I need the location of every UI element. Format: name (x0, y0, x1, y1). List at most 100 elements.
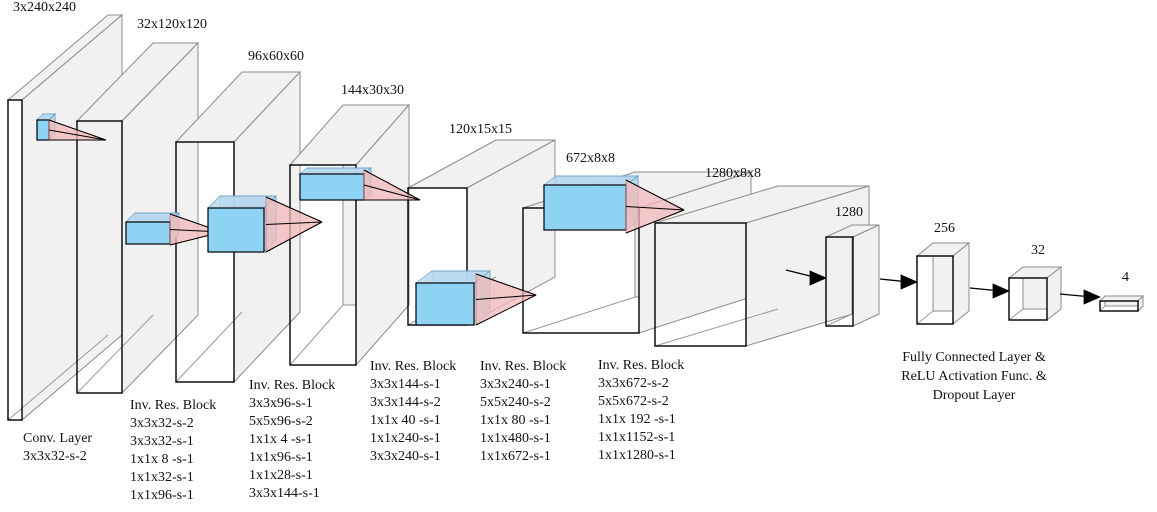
fc-layer-1280-side-face (852, 224, 880, 327)
fc-layer-32-hidden-edge (1008, 308, 1024, 321)
fc-layer-4-front-face (1099, 300, 1139, 312)
fc-layer-256-side-face (952, 241, 970, 326)
fc-layer-4-hidden-edge (1099, 305, 1106, 312)
block-desc-irb3-line: 1x1x 40 -s-1 (370, 413, 441, 428)
block-desc-irb1-line: Inv. Res. Block (130, 398, 216, 413)
block-desc-irb4-line: 1x1x 80 -s-1 (480, 413, 551, 428)
feature-map-1280x8x8-hidden-edge (654, 308, 779, 347)
fc-layer-1280-front-face (825, 236, 854, 327)
fc-layer-256 (915, 241, 971, 326)
fc-layer-32 (1007, 265, 1063, 322)
block-desc-irb5-line: 5x5x672-s-2 (598, 394, 669, 409)
block-desc-fc-line: Dropout Layer (933, 388, 1016, 403)
arrow-to-fc-1280-head (809, 270, 827, 286)
block-desc-irb5-line: 1x1x1280-s-1 (598, 448, 676, 463)
dim-label-irb2: 96x60x60 (248, 49, 304, 64)
receptive-cone-4 (363, 169, 421, 201)
receptive-cone-1 (48, 119, 107, 141)
feature-map-3x240x240-hidden-edge (7, 334, 109, 421)
arrow-to-fc-256-head (900, 274, 918, 290)
feature-map-96x60x60-hidden-edge (175, 311, 243, 383)
fc-layer-1280-hidden-edge (825, 313, 853, 327)
dim-label-conv: 3x240x240 (13, 0, 76, 15)
receptive-cone-1-edge-top (48, 119, 107, 141)
dim-label-fc1: 1280 (835, 205, 863, 220)
arrow-to-fc-32 (969, 283, 1010, 299)
feature-map-3x240x240-front-face (7, 99, 23, 421)
block-desc-irb3-line: 3x3x144-s-2 (370, 395, 441, 410)
block-desc-irb2-line: 1x1x96-s-1 (249, 450, 313, 465)
block-desc-irb5-line: 1x1x 192 -s-1 (598, 412, 676, 427)
receptive-cone-3-edge-mid (265, 221, 323, 225)
receptive-cone-5-edge-bottom (475, 294, 537, 326)
block-desc-irb2-line: Inv. Res. Block (249, 378, 335, 393)
block-desc-irb4-line: 5x5x240-s-2 (480, 395, 551, 410)
block-desc-irb2-line: 5x5x96-s-2 (249, 414, 313, 429)
receptive-cone-5 (475, 273, 538, 326)
receptive-cone-6-edge-top (625, 179, 685, 211)
kernel-5-front-face (415, 282, 475, 326)
block-desc-irb1-line: 1x1x 8 -s-1 (130, 452, 194, 467)
kernel-6-top-face (542, 175, 640, 186)
dim-label-irb4: 120x15x15 (449, 122, 512, 137)
feature-map-672x8x8-hidden-edge (522, 296, 636, 334)
block-desc-irb2-line: 3x3x96-s-1 (249, 396, 313, 411)
block-desc-fc-line: ReLU Activation Func. & (901, 369, 1047, 384)
block-desc-irb1-line: 1x1x96-s-1 (130, 488, 194, 503)
kernel-3-front-face (207, 207, 265, 253)
receptive-cone-3 (265, 196, 324, 253)
kernel-2-front-face (125, 221, 171, 245)
block-desc-irb2-line: 3x3x144-s-1 (249, 486, 320, 501)
dim-label-fc2: 256 (934, 221, 955, 236)
kernel-1-front-face (36, 119, 50, 141)
block-desc-irb1-line: 1x1x32-s-1 (130, 470, 194, 485)
receptive-cone-1-edge-mid (48, 129, 107, 141)
fc-layer-256-hidden-edge (916, 310, 934, 325)
block-desc-irb2-line: 1x1x 4 -s-1 (249, 432, 313, 447)
dim-label-fc3: 32 (1031, 243, 1045, 258)
arrow-to-fc-256 (879, 274, 918, 290)
feature-map-1280x8x8-front-face (654, 222, 747, 347)
block-desc-irb2: Inv. Res. Block 3x3x96-s-1 5x5x96-s-2 1x1x … (249, 378, 335, 501)
block-desc-irb4-line: 1x1x480-s-1 (480, 431, 551, 446)
dim-label-irb6: 1280x8x8 (705, 166, 761, 181)
block-desc-irb4-line: 3x3x240-s-1 (480, 377, 551, 392)
block-desc-irb4-line: 1x1x672-s-1 (480, 449, 551, 464)
receptive-cone-6 (625, 179, 686, 234)
block-desc-irb1-line: 3x3x32-s-1 (130, 434, 194, 449)
kernel-6-front-face (543, 184, 627, 231)
receptive-cone-3-edge-bottom (265, 221, 323, 253)
block-desc-irb3-line: 1x1x240-s-1 (370, 431, 441, 446)
receptive-cone-5-edge-mid (475, 294, 537, 300)
arrow-to-fc-32-head (992, 283, 1010, 299)
feature-map-144x30x30 (288, 103, 411, 367)
receptive-cone-5-edge-top (475, 273, 537, 296)
dim-label-fc4: 4 (1122, 270, 1129, 285)
receptive-cone-6-edge-bottom (625, 209, 685, 234)
block-desc-irb5-line: 3x3x672-s-2 (598, 376, 669, 391)
fc-layer-4 (1098, 294, 1145, 313)
receptive-cone-3-edge-top (265, 196, 323, 223)
arrow-to-fc-1280 (785, 269, 827, 286)
dim-label-irb5: 672x8x8 (566, 151, 615, 166)
feature-map-32x120x120-hidden-edge (76, 314, 154, 394)
fc-layer-256-front-face (916, 255, 954, 325)
block-desc-irb3-line: 3x3x144-s-1 (370, 377, 441, 392)
dim-label-irb3: 144x30x30 (341, 83, 404, 98)
feature-map-144x30x30-front-face (289, 164, 357, 366)
arrow-to-fc-4 (1059, 289, 1101, 305)
feature-map-96x60x60-front-face (175, 141, 235, 383)
feature-map-32x120x120-front-face (76, 120, 123, 394)
block-desc-irb1-line: 3x3x32-s-2 (130, 416, 194, 431)
block-desc-fc: Fully Connected Layer &ReLU Activation F… (901, 350, 1047, 403)
kernel-4 (298, 166, 373, 202)
dim-label-irb1: 32x120x120 (137, 17, 207, 32)
fc-layer-32-front-face (1008, 277, 1048, 321)
receptive-cone-4-edge-top (363, 169, 421, 201)
fc-layer-1280 (825, 224, 880, 327)
feature-map-3x240x240 (6, 13, 124, 422)
block-desc-irb5-line: Inv. Res. Block (598, 358, 684, 373)
block-desc-irb3: Inv. Res. Block3x3x144-s-13x3x144-s-21x1… (370, 359, 456, 464)
